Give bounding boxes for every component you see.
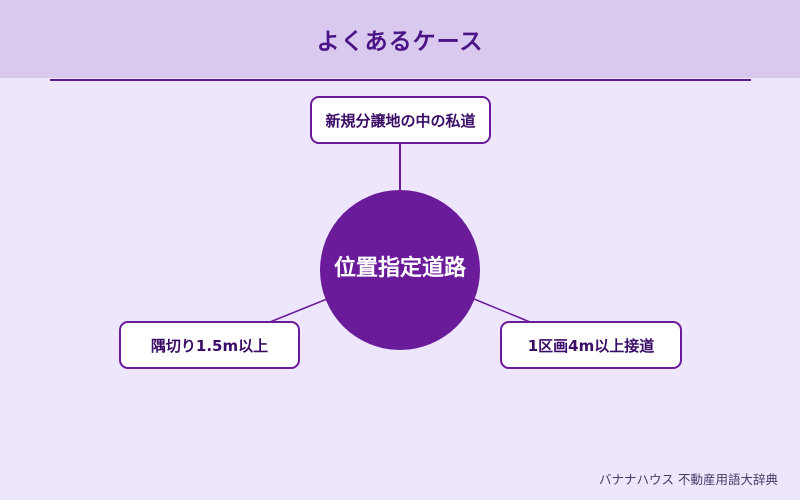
title-divider [50,79,751,81]
node-private-road-label: 新規分譲地の中の私道 [325,111,476,130]
node-frontage: 1区画4m以上接道 [500,321,682,369]
center-label: 位置指定道路 [333,256,466,281]
center-circle [320,190,480,350]
node-corner-cut-label: 隅切り1.5m以上 [150,336,269,355]
footer-credit: バナナハウス 不動産用語大辞典 [599,472,778,487]
connector-right [473,298,531,323]
connector-left [269,298,328,323]
header-band [0,0,800,78]
node-corner-cut: 隅切り1.5m以上 [119,321,300,369]
node-private-road: 新規分譲地の中の私道 [310,96,491,144]
page-title: よくあるケース [316,29,484,55]
node-frontage-label: 1区画4m以上接道 [527,336,655,355]
